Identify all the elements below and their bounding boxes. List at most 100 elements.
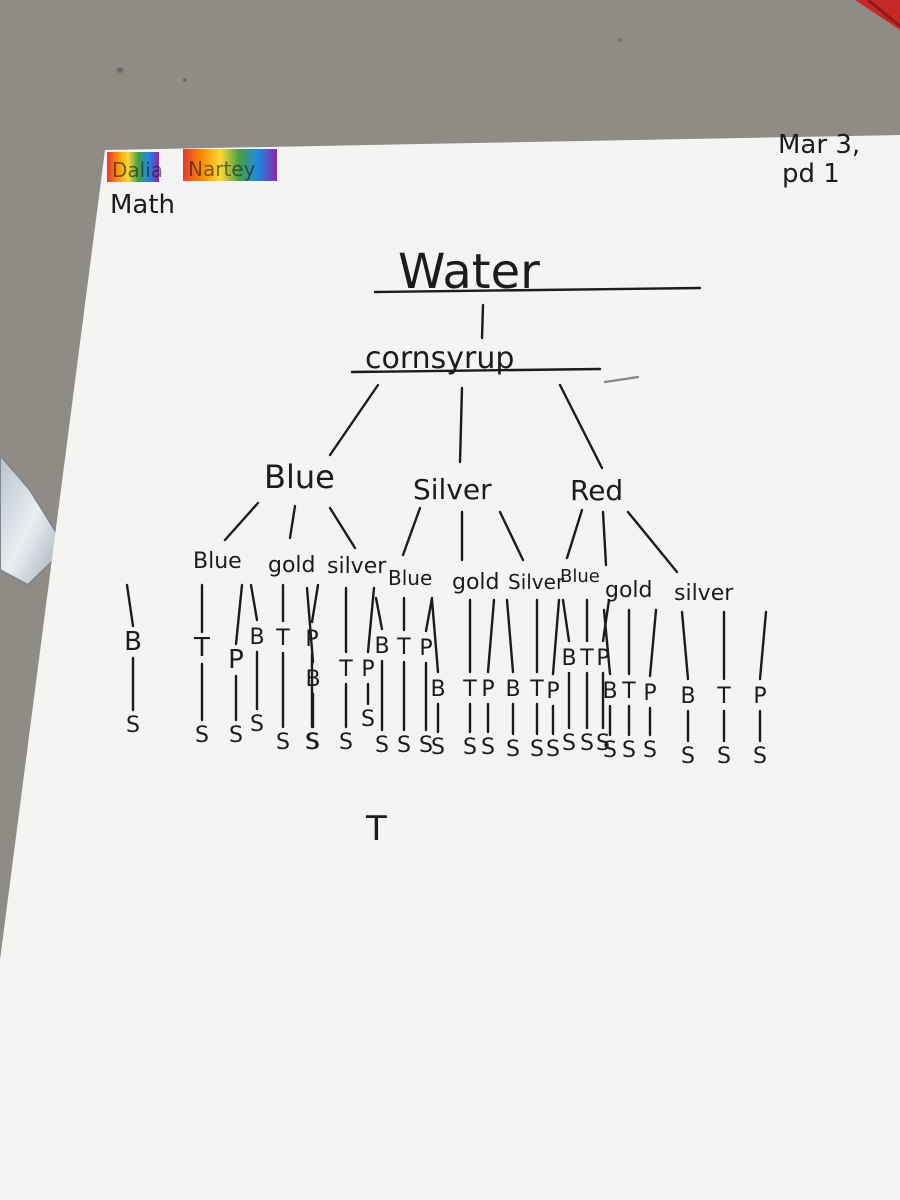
level4-level5-subtree: BSTSPSBSTSPSBSTSPSBSTSPSBSTSPSBSTSPSBSTS…	[124, 583, 768, 769]
level4-label-p: P	[419, 636, 432, 661]
edge-level3-to-level4	[234, 583, 244, 646]
level5-leaf-s: S	[229, 723, 243, 748]
paper-sheet	[0, 135, 900, 1200]
level5-leaf-s: S	[361, 707, 375, 732]
level5-leaf-s: S	[506, 737, 520, 762]
edge-level3-to-level4	[374, 596, 384, 631]
level4-label-p: P	[481, 677, 494, 702]
stray-pencil-mark: T	[365, 809, 387, 849]
level4-label-t: T	[193, 633, 210, 663]
date-label: Mar 3,	[778, 130, 860, 160]
level4-label-p: P	[753, 684, 766, 709]
level4-label-t: T	[716, 684, 731, 709]
level3-label-8: gold	[605, 578, 653, 603]
level4-label-b: B	[374, 634, 389, 659]
edge-level1-red	[558, 383, 604, 470]
name-highlight	[107, 149, 277, 182]
level4-label-t: T	[396, 635, 411, 660]
level2-to-level3-edges	[223, 501, 679, 574]
level4-label-b: B	[680, 684, 695, 709]
edge-level1-silver	[458, 386, 464, 464]
level4-label-b: B	[602, 679, 617, 704]
level4-label-b: B	[561, 646, 576, 671]
edge-level3-to-level4	[648, 608, 658, 678]
level2-label-1: Blue	[264, 458, 335, 496]
level5-leaf-s: S	[126, 713, 140, 738]
level3-label-1: Blue	[193, 549, 242, 574]
root-underline	[373, 286, 702, 294]
edge-level3-to-level4	[249, 583, 259, 622]
level4-label-p: P	[546, 679, 559, 704]
level4-label-p: P	[596, 646, 609, 671]
level5-leaf-s: S	[622, 738, 636, 763]
level5-leaf-s: S	[481, 735, 495, 760]
level2-label-3: Red	[570, 474, 623, 507]
level5-leaf-s: S	[339, 730, 353, 755]
edge-level3-to-level4	[680, 610, 690, 681]
level3-label-5: gold	[452, 570, 500, 595]
edge-level3-to-level4	[424, 596, 434, 633]
level5-leaf-s: S	[195, 723, 209, 748]
level1-underline	[350, 367, 602, 374]
edge-level3-to-level4	[486, 598, 496, 674]
level4-label-p: P	[228, 645, 244, 675]
edge-level3-to-level4	[310, 583, 320, 624]
level4-label-p: P	[643, 681, 656, 706]
level4-label-p: P	[361, 657, 374, 682]
level2-label-2: Silver	[413, 473, 492, 506]
edge-level3-to-level4	[125, 583, 135, 628]
level3-label-4: Blue	[388, 566, 432, 590]
level5-leaf-s: S	[717, 744, 731, 769]
level4-label-b: B	[505, 677, 520, 702]
subject-label: Math	[110, 190, 175, 220]
level5-leaf-s: S	[375, 733, 389, 758]
level3-label-7: Blue	[560, 566, 600, 587]
level5-leaf-s: S	[753, 744, 767, 769]
edge-level3-to-level4	[505, 598, 515, 674]
level4-label-t: T	[529, 677, 544, 702]
level5-leaf-s: S	[419, 733, 433, 758]
glitter-glue-stick	[0, 453, 68, 587]
level3-label-6: Silver	[508, 570, 565, 594]
period-label: pd 1	[782, 159, 840, 189]
level5-leaf-s: S	[681, 744, 695, 769]
level5-leaf-s: S	[562, 731, 576, 756]
level5-leaf-s: S	[580, 731, 594, 756]
edge-level3-to-level4	[551, 598, 561, 676]
edge-level3-to-level4	[602, 608, 612, 676]
level5-leaf-s: S	[250, 712, 264, 737]
stray-dash	[603, 375, 640, 384]
level5-leaf-s: S	[305, 730, 319, 755]
level4-label-t: T	[338, 657, 353, 682]
edge-level3-to-level4	[305, 586, 315, 664]
level4-label-b: B	[249, 625, 264, 650]
level3-label-2: gold	[268, 553, 316, 578]
level4-label-t: T	[579, 646, 594, 671]
level3-label-9: silver	[674, 581, 734, 606]
root-to-level1-edge	[480, 303, 485, 340]
student-last-name: Nartey	[188, 157, 256, 181]
level4-label-t: T	[275, 626, 290, 651]
level4-label-b: B	[430, 677, 445, 702]
level5-leaf-s: S	[530, 737, 544, 762]
level3-label-3: silver	[327, 554, 387, 579]
student-first-name: Dalia	[112, 158, 163, 182]
level4-label-t: T	[621, 679, 636, 704]
level5-leaf-s: S	[306, 730, 320, 755]
level5-leaf-s: S	[276, 730, 290, 755]
edge-level3-to-level4	[430, 598, 440, 674]
edge-level3-to-level4	[366, 586, 376, 654]
level5-leaf-s: S	[463, 735, 477, 760]
edge-level1-blue	[328, 383, 380, 457]
edge-level3-to-level4	[561, 598, 571, 643]
level5-leaf-s: S	[546, 737, 560, 762]
edge-level3-to-level4	[758, 610, 768, 681]
level4-label-b: B	[124, 627, 142, 657]
level4-label-t: T	[462, 677, 477, 702]
level5-leaf-s: S	[643, 738, 657, 763]
red-pen	[855, 0, 900, 30]
level5-leaf-s: S	[431, 735, 445, 760]
level5-leaf-s: S	[397, 733, 411, 758]
level5-leaf-s: S	[596, 731, 610, 756]
